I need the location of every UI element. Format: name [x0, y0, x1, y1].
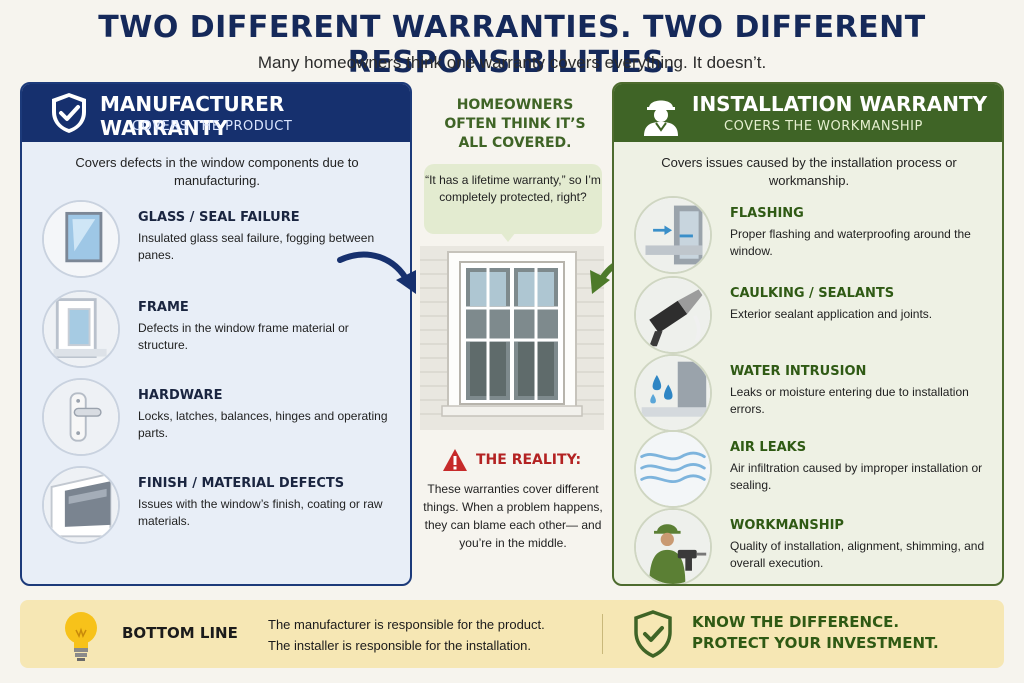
manufacturer-item: GLASS / SEAL FAILURE Insulated glass sea…	[42, 200, 402, 280]
installation-warranty-panel: INSTALLATION WARRANTY COVERS THE WORKMAN…	[612, 82, 1004, 586]
bottom-line-label: BOTTOM LINE	[122, 624, 238, 642]
installation-panel-subtitle: COVERS THE WORKMANSHIP	[724, 119, 923, 134]
item-title: GLASS / SEAL FAILURE	[138, 210, 300, 225]
installation-panel-title: INSTALLATION WARRANTY	[692, 92, 988, 116]
worker-drill-icon	[634, 508, 712, 584]
item-title: WATER INTRUSION	[730, 364, 867, 379]
installation-item: CAULKING / SEALANTS Exterior sealant app…	[634, 276, 994, 356]
quote-bubble-tail	[500, 232, 516, 242]
item-title: CAULKING / SEALANTS	[730, 286, 895, 301]
shield-check-icon	[52, 93, 86, 133]
item-title: HARDWARE	[138, 388, 223, 403]
item-description: Proper flashing and waterproofing around…	[730, 227, 971, 258]
installation-item: WORKMANSHIP Quality of installation, ali…	[634, 508, 994, 584]
item-description: Air infiltration caused by improper inst…	[730, 461, 983, 492]
item-description: Locks, latches, balances, hinges and ope…	[138, 409, 388, 440]
manufacturer-intro: Covers defects in the window components …	[75, 155, 359, 188]
item-description: Quality of installation, alignment, shim…	[730, 539, 985, 570]
cta-line-1: KNOW THE DIFFERENCE.	[692, 613, 900, 631]
bottom-line-text: The manufacturer is responsible for the …	[268, 614, 608, 656]
item-description: Exterior sealant application and joints.	[730, 307, 933, 321]
bottom-line-bar: BOTTOM LINE The manufacturer is responsi…	[20, 600, 1004, 668]
item-description: Insulated glass seal failure, fogging be…	[138, 231, 375, 262]
bottom-divider	[602, 614, 603, 654]
page-subtitle: Many homeowners think one warranty cover…	[257, 53, 767, 72]
installer-worker-icon	[644, 100, 678, 136]
caulk-gun-icon	[634, 276, 712, 354]
installation-item: FLASHING Proper flashing and waterproofi…	[634, 196, 994, 276]
warning-icon	[443, 449, 467, 471]
item-title: FINISH / MATERIAL DEFECTS	[138, 476, 345, 491]
manufacturer-item: FINISH / MATERIAL DEFECTS Issues with th…	[42, 466, 402, 546]
item-description: Defects in the window frame material or …	[138, 321, 349, 352]
arrow-to-window-left-icon	[337, 251, 416, 294]
item-description: Leaks or moisture entering due to instal…	[730, 385, 969, 416]
window-handle-icon	[42, 378, 120, 456]
air-flow-icon	[634, 430, 712, 508]
window-frame-icon	[42, 290, 120, 368]
installation-item: WATER INTRUSION Leaks or moisture enteri…	[634, 354, 994, 434]
lightbulb-icon	[65, 612, 97, 661]
item-title: FRAME	[138, 300, 189, 315]
installation-item: AIR LEAKS Air infiltration caused by imp…	[634, 430, 994, 510]
item-description: Issues with the window’s finish, coating…	[138, 497, 383, 528]
page-title: TWO DIFFERENT WARRANTIES. TWO DIFFERENT …	[98, 10, 926, 80]
window-illustration	[420, 246, 604, 430]
bottom-cta: KNOW THE DIFFERENCE. PROTECT YOUR INVEST…	[692, 612, 939, 654]
cta-line-2: PROTECT YOUR INVESTMENT.	[692, 634, 939, 652]
reality-text: These warranties cover different things.…	[423, 482, 603, 550]
item-title: FLASHING	[730, 206, 804, 221]
flashing-icon	[634, 196, 712, 274]
frame-finish-icon	[42, 466, 120, 544]
manufacturer-panel-title: MANUFACTURER WARRANTY	[100, 92, 285, 140]
bottom-line-installer: The installer is responsible for the ins…	[268, 638, 532, 653]
manufacturer-panel-subtitle: COVERS THE PRODUCT	[132, 119, 293, 134]
reality-title: THE REALITY:	[476, 452, 582, 468]
water-drops-icon	[634, 354, 712, 432]
manufacturer-item: HARDWARE Locks, latches, balances, hinge…	[42, 378, 402, 458]
shield-check-icon	[634, 610, 672, 658]
item-title: AIR LEAKS	[730, 440, 807, 455]
homeowners-callout: HOMEOWNERS OFTEN THINK IT’S ALL COVERED.	[444, 97, 586, 151]
manufacturer-warranty-panel: MANUFACTURER WARRANTY COVERS THE PRODUCT…	[20, 82, 412, 586]
installation-intro: Covers issues caused by the installation…	[661, 155, 957, 188]
glass-pane-icon	[42, 200, 120, 278]
manufacturer-item: FRAME Defects in the window frame materi…	[42, 290, 402, 370]
bottom-line-manufacturer: The manufacturer is responsible for the …	[268, 617, 545, 632]
quote-bubble: “It has a lifetime warranty,” so I’m com…	[424, 164, 602, 234]
installation-panel-header: INSTALLATION WARRANTY COVERS THE WORKMAN…	[614, 84, 1002, 142]
item-title: WORKMANSHIP	[730, 518, 844, 533]
manufacturer-panel-header: MANUFACTURER WARRANTY COVERS THE PRODUCT	[22, 84, 410, 142]
